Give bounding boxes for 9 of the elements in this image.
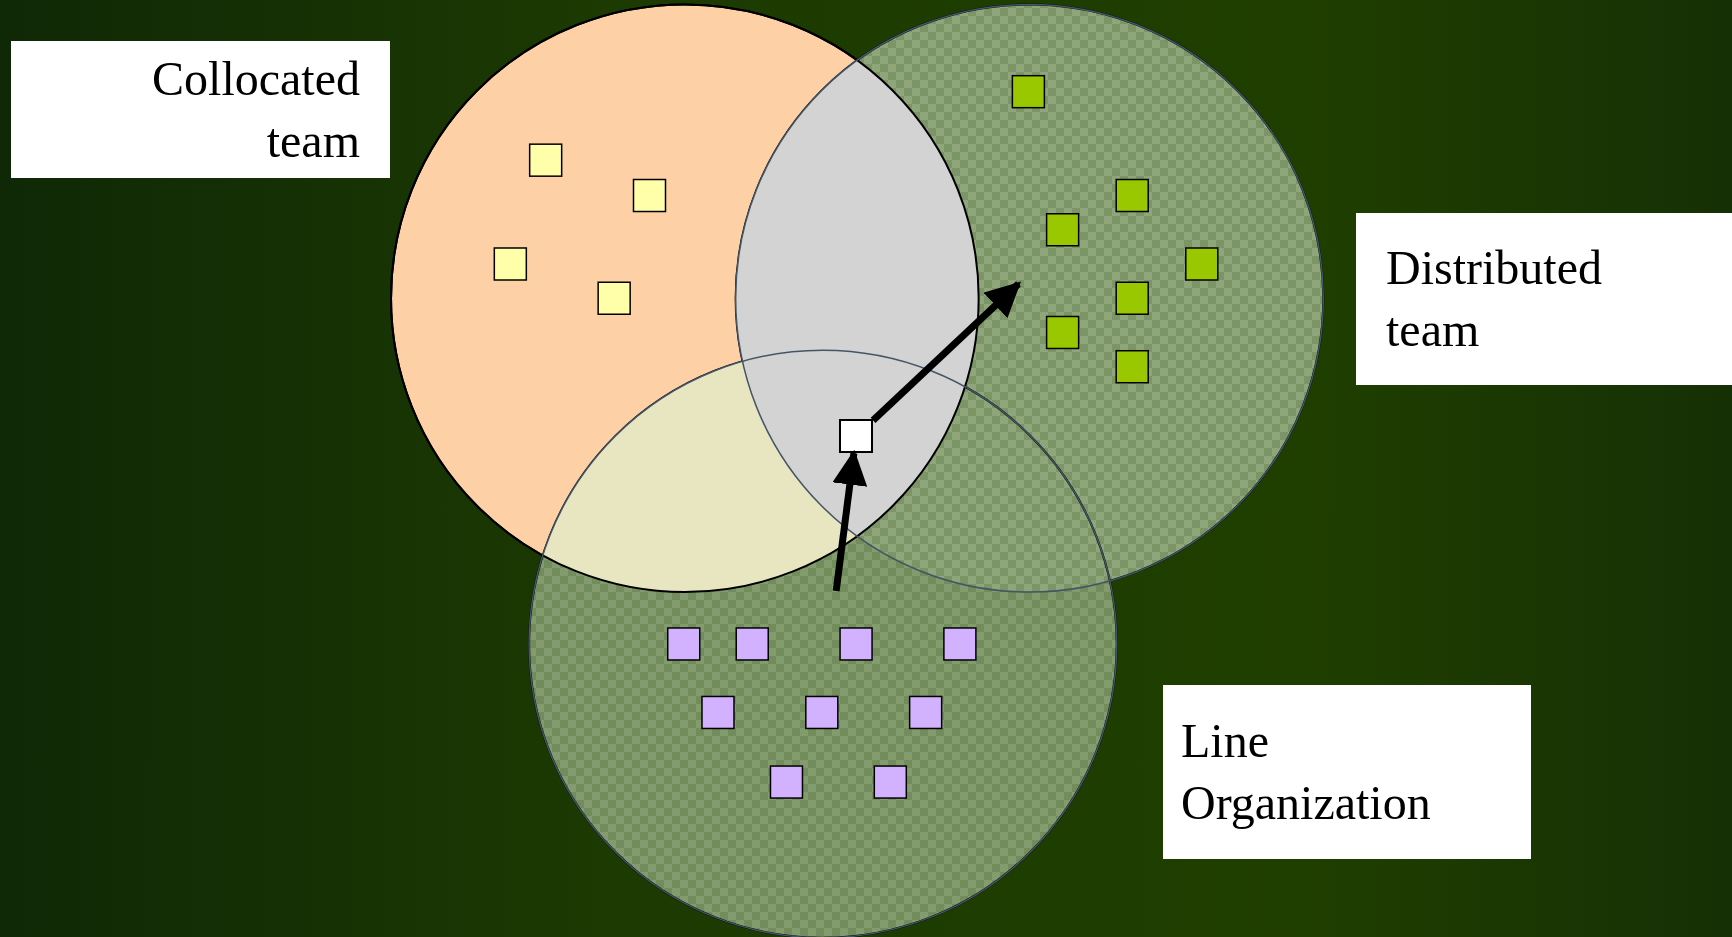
label-box <box>1356 213 1732 385</box>
arrow <box>870 281 1021 423</box>
label-box <box>11 41 390 178</box>
team-label: Line Organization <box>1181 713 1432 831</box>
member-square <box>839 419 874 454</box>
team-label: Collocated team <box>151 50 360 169</box>
team-label: Distributed team <box>1386 240 1603 358</box>
arrow <box>832 449 868 592</box>
label-box <box>1163 685 1531 859</box>
